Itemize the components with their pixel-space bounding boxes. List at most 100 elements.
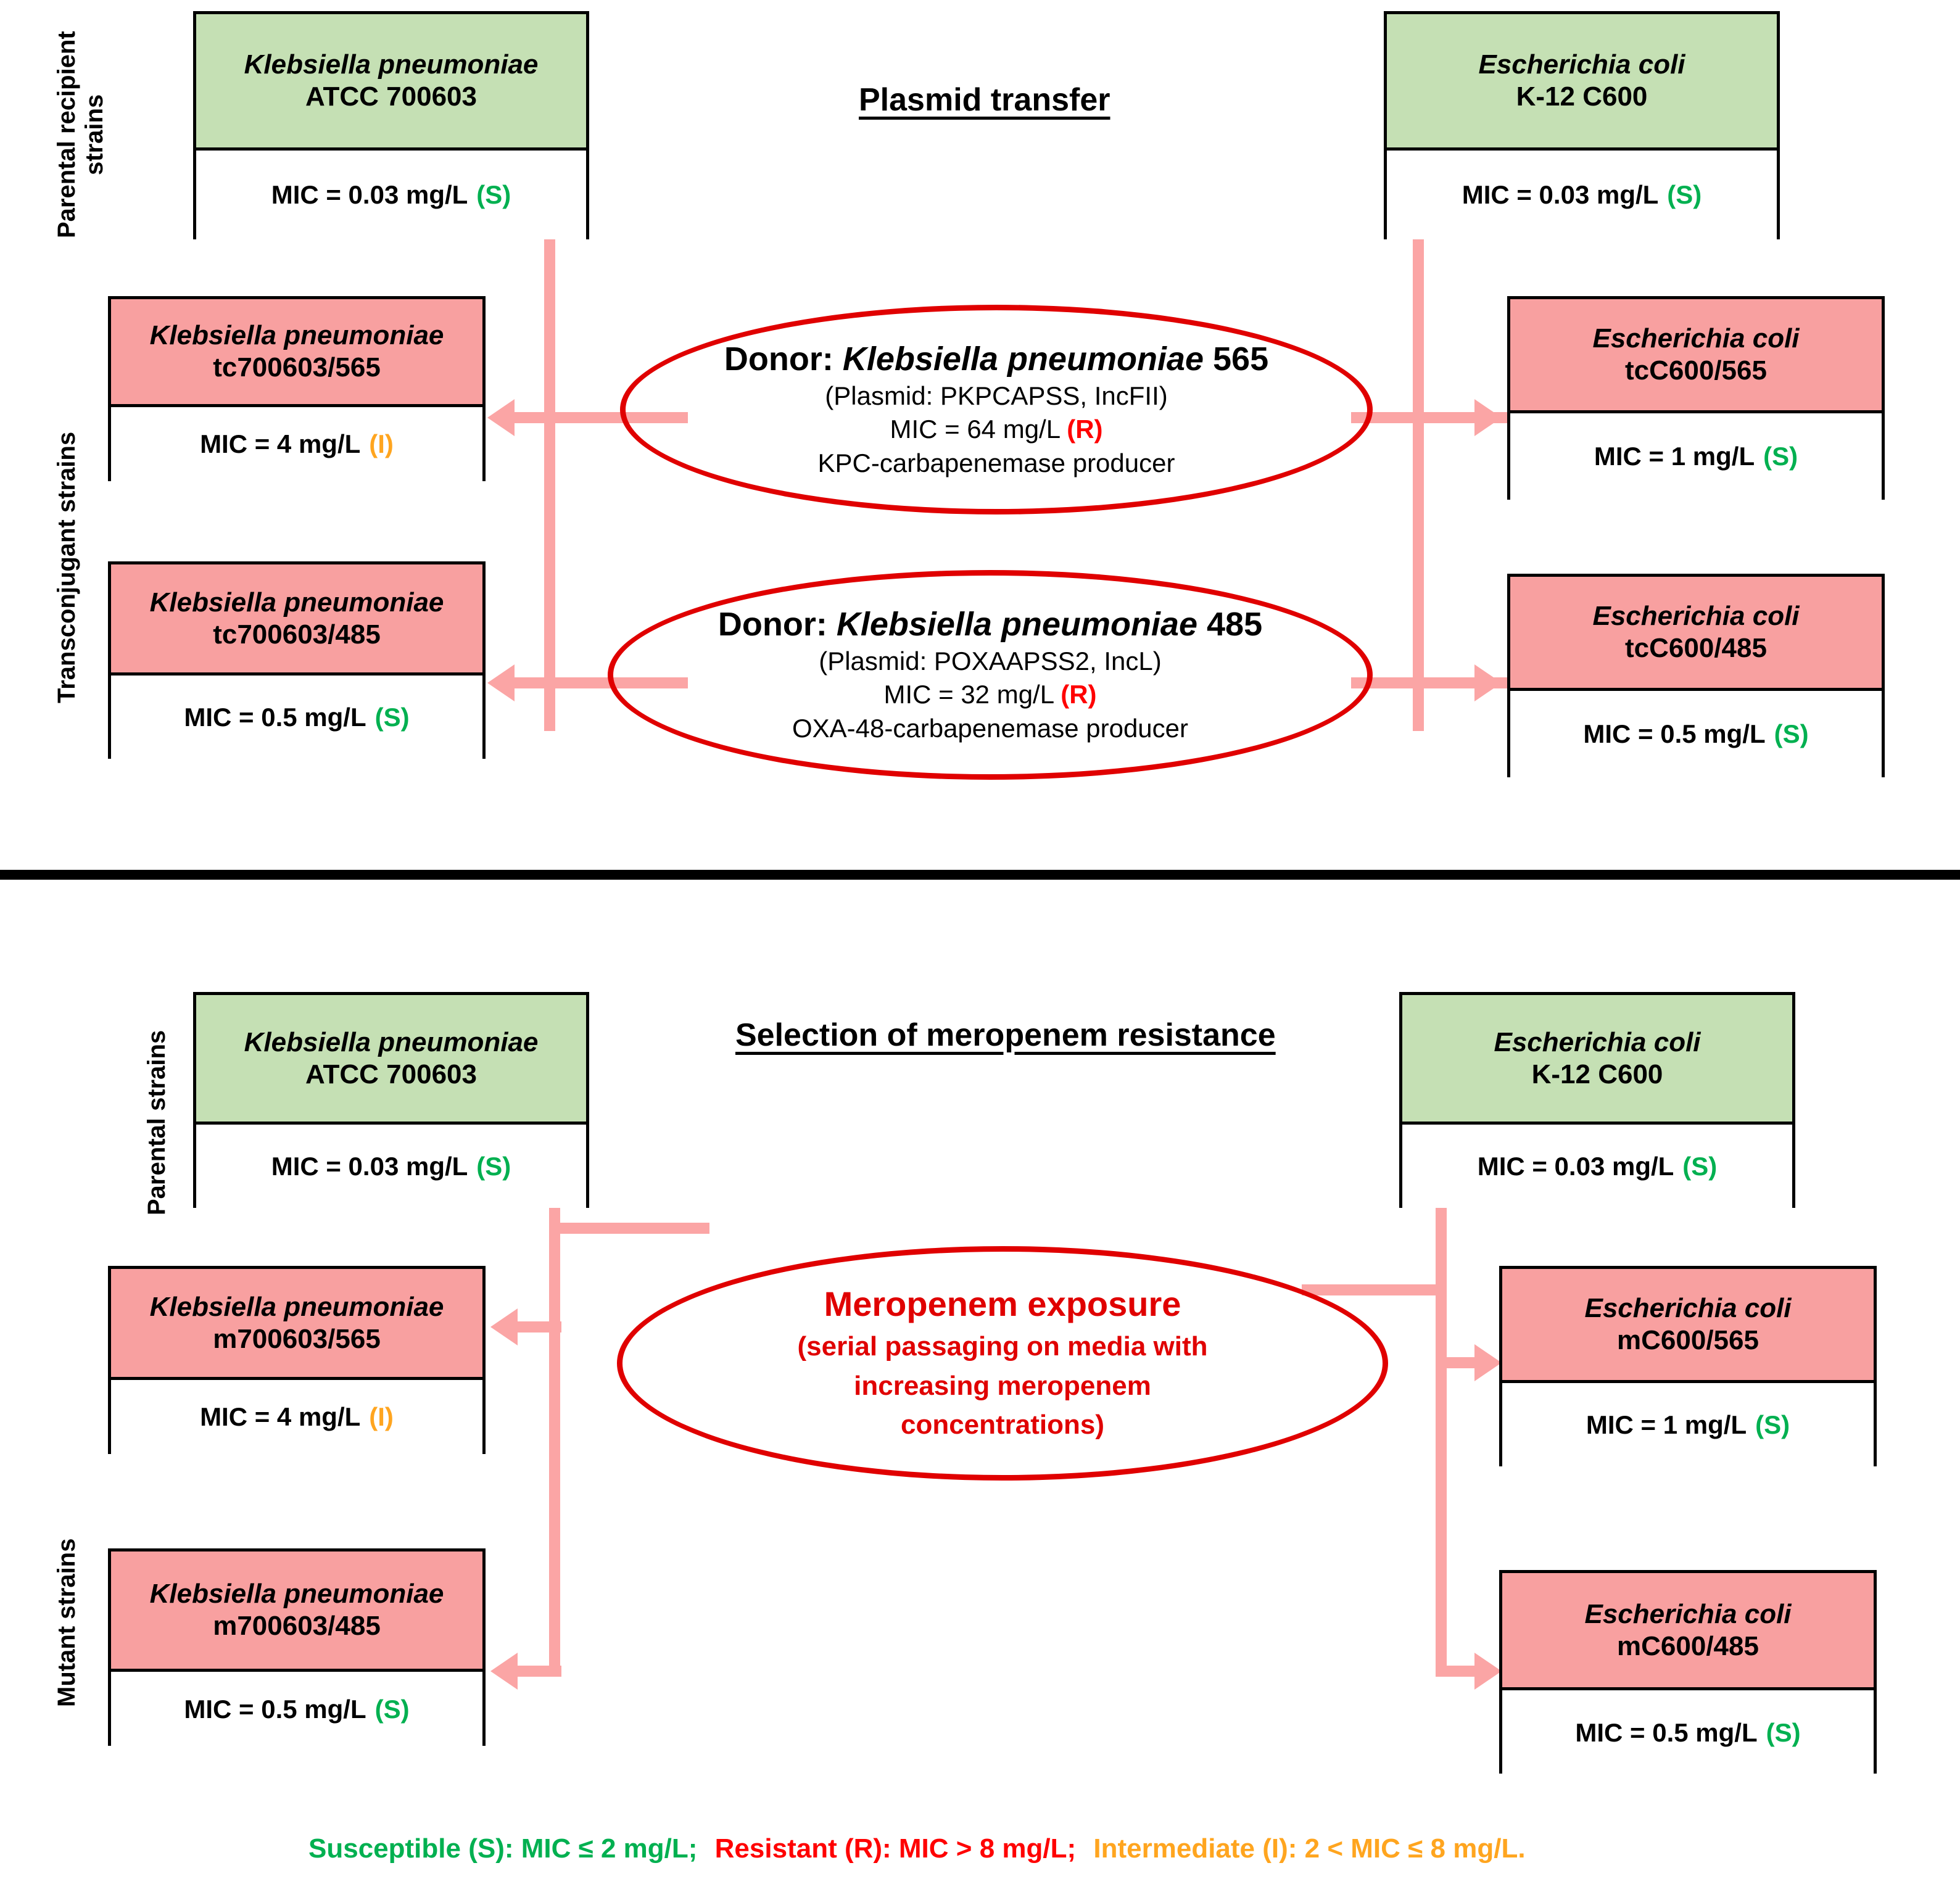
strain-mic-row: MIC = 0.5 mg/L (S): [111, 1672, 482, 1747]
strain-mic-row: MIC = 4 mg/L (I): [111, 1380, 482, 1454]
mic-value: MIC = 0.03 mg/L: [271, 1151, 468, 1181]
mic-value: MIC = 4 mg/L: [200, 429, 361, 458]
arrowhead-left-565: [487, 399, 515, 436]
strain-box-mc600-565[interactable]: Escherichia coli mC600/565 MIC = 1 mg/L …: [1499, 1266, 1877, 1466]
strain-header: Klebsiella pneumoniae ATCC 700603: [196, 14, 586, 151]
row-label-transconjugant: Transconjugant strains: [53, 431, 80, 704]
strain-header: Klebsiella pneumoniae tc700603/485: [111, 564, 482, 676]
mic-value: MIC = 0.5 mg/L: [184, 702, 366, 732]
mic-value: MIC = 0.5 mg/L: [1583, 719, 1766, 748]
species-name: Escherichia coli: [1592, 323, 1800, 354]
mic-category: (S): [1667, 180, 1702, 209]
legend-intermediate: Intermediate (I): 2 < MIC ≤ 8 mg/L.: [1093, 1833, 1526, 1864]
connector-left-vertical-top: [544, 238, 555, 731]
strain-id: m700603/485: [213, 1611, 381, 1641]
mic-category: (I): [369, 1402, 394, 1431]
mic-value: MIC = 0.03 mg/L: [271, 180, 468, 209]
strain-id: ATCC 700603: [305, 1059, 477, 1089]
strain-id: ATCC 700603: [305, 81, 477, 112]
top-section-title: Plasmid transfer: [859, 82, 1110, 118]
connector-left-branch-m565: [506, 1321, 561, 1332]
strain-box-tc700603-485[interactable]: Klebsiella pneumoniae tc700603/485 MIC =…: [108, 561, 486, 759]
mic-category: (S): [1766, 1718, 1801, 1747]
strain-header: Escherichia coli mC600/565: [1502, 1269, 1874, 1383]
strain-mic-row: MIC = 1 mg/L (S): [1502, 1383, 1874, 1466]
strain-box-kp-atcc700603-top[interactable]: Klebsiella pneumoniae ATCC 700603 MIC = …: [193, 11, 589, 239]
mic-value: MIC = 0.5 mg/L: [1575, 1718, 1758, 1747]
arrowhead-left-485: [487, 664, 515, 701]
connector-left-vertical-bottom: [549, 1208, 560, 1677]
strain-header: Escherichia coli tcC600/485: [1510, 577, 1882, 691]
donor-ellipse-kp565[interactable]: Donor: Klebsiella pneumoniae 565 (Plasmi…: [620, 305, 1373, 514]
connector-right-vertical-top: [1413, 238, 1424, 731]
donor-mic-row: MIC = 32 mg/L (R): [883, 680, 1097, 709]
mic-category: (S): [1755, 1410, 1790, 1439]
strain-mic-row: MIC = 4 mg/L (I): [111, 407, 482, 481]
row-label-mutant: Mutant strains: [53, 1538, 80, 1707]
strain-id: tc700603/565: [213, 352, 381, 382]
treatment-title: Meropenem exposure: [824, 1284, 1181, 1323]
donor-ellipse-kp485[interactable]: Donor: Klebsiella pneumoniae 485 (Plasmi…: [608, 570, 1373, 780]
strain-mic-row: MIC = 0.5 mg/L (S): [1510, 691, 1882, 777]
species-name: Klebsiella pneumoniae: [244, 1027, 539, 1057]
donor-enzyme: OXA-48-carbapenemase producer: [792, 713, 1189, 743]
species-name: Klebsiella pneumoniae: [149, 1579, 444, 1609]
species-name: Escherichia coli: [1584, 1293, 1792, 1324]
strain-header: Escherichia coli K-12 C600: [1387, 14, 1777, 151]
strain-id: mC600/565: [1617, 1325, 1759, 1355]
connector-left-branch-m485: [506, 1666, 561, 1677]
arrowhead-left-m485: [490, 1653, 518, 1690]
strain-mic-row: MIC = 0.5 mg/L (S): [1502, 1690, 1874, 1775]
arrowhead-right-485: [1474, 664, 1502, 701]
mic-legend: Susceptible (S): MIC ≤ 2 mg/L; Resistant…: [308, 1833, 1526, 1864]
mic-category: (S): [374, 1695, 410, 1724]
strain-mic-row: MIC = 0.03 mg/L (S): [1402, 1125, 1792, 1208]
strain-header: Escherichia coli mC600/485: [1502, 1573, 1874, 1690]
strain-box-tc700603-565[interactable]: Klebsiella pneumoniae tc700603/565 MIC =…: [108, 296, 486, 481]
meropenem-exposure-ellipse[interactable]: Meropenem exposure (serial passaging on …: [617, 1246, 1388, 1481]
strain-id: tcC600/485: [1625, 633, 1767, 663]
treatment-line-2: increasing meropenem: [854, 1370, 1151, 1401]
mic-category: (S): [1763, 442, 1798, 471]
row-label-parental: Parental strains: [143, 1030, 170, 1216]
legend-susceptible: Susceptible (S): MIC ≤ 2 mg/L;: [308, 1833, 698, 1864]
section-divider: [0, 870, 1960, 880]
arrowhead-left-m565: [490, 1308, 518, 1345]
connector-right-to-ellipse-bottom: [1302, 1284, 1447, 1295]
donor-mic-row: MIC = 64 mg/L (R): [890, 415, 1103, 444]
strain-id: K-12 C600: [1531, 1059, 1663, 1089]
treatment-line-3: concentrations): [900, 1410, 1105, 1440]
strain-mic-row: MIC = 0.5 mg/L (S): [111, 676, 482, 759]
mic-value: MIC = 0.5 mg/L: [184, 1695, 366, 1724]
legend-resistant: Resistant (R): MIC > 8 mg/L;: [714, 1833, 1077, 1864]
species-name: Escherichia coli: [1592, 601, 1800, 632]
strain-box-m700603-485[interactable]: Klebsiella pneumoniae m700603/485 MIC = …: [108, 1548, 486, 1747]
strain-header: Escherichia coli tcC600/565: [1510, 299, 1882, 413]
strain-box-tcc600-565[interactable]: Escherichia coli tcC600/565 MIC = 1 mg/L…: [1507, 296, 1885, 500]
mic-value: MIC = 1 mg/L: [1586, 1410, 1747, 1439]
species-name: Escherichia coli: [1584, 1598, 1792, 1629]
strain-id: tc700603/485: [213, 619, 381, 650]
strain-box-m700603-565[interactable]: Klebsiella pneumoniae m700603/565 MIC = …: [108, 1266, 486, 1454]
mic-value: MIC = 0.03 mg/L: [1477, 1151, 1674, 1181]
species-name: Escherichia coli: [1478, 49, 1685, 80]
mic-value: MIC = 1 mg/L: [1594, 442, 1755, 471]
species-name: Escherichia coli: [1494, 1027, 1701, 1057]
mic-category: (S): [1774, 719, 1809, 748]
strain-id: mC600/485: [1617, 1630, 1759, 1661]
donor-plasmid: (Plasmid: PKPCAPSS, IncFII): [825, 381, 1168, 410]
mic-category: (S): [374, 702, 410, 732]
arrowhead-right-m565: [1474, 1344, 1502, 1381]
strain-box-tcc600-485[interactable]: Escherichia coli tcC600/485 MIC = 0.5 mg…: [1507, 574, 1885, 777]
strain-box-mc600-485[interactable]: Escherichia coli mC600/485 MIC = 0.5 mg/…: [1499, 1570, 1877, 1775]
strain-box-kp-atcc700603-bottom[interactable]: Klebsiella pneumoniae ATCC 700603 MIC = …: [193, 992, 589, 1208]
strain-mic-row: MIC = 0.03 mg/L (S): [196, 1125, 586, 1208]
row-label-parental-recipient: Parental recipient strains: [53, 31, 108, 238]
mic-category: (S): [476, 180, 511, 209]
species-name: Klebsiella pneumoniae: [149, 1291, 444, 1322]
strain-box-ec-k12c600-top[interactable]: Escherichia coli K-12 C600 MIC = 0.03 mg…: [1384, 11, 1780, 239]
mic-value: MIC = 4 mg/L: [200, 1402, 361, 1431]
strain-box-ec-k12c600-bottom[interactable]: Escherichia coli K-12 C600 MIC = 0.03 mg…: [1399, 992, 1795, 1208]
mic-value: MIC = 0.03 mg/L: [1462, 180, 1659, 209]
